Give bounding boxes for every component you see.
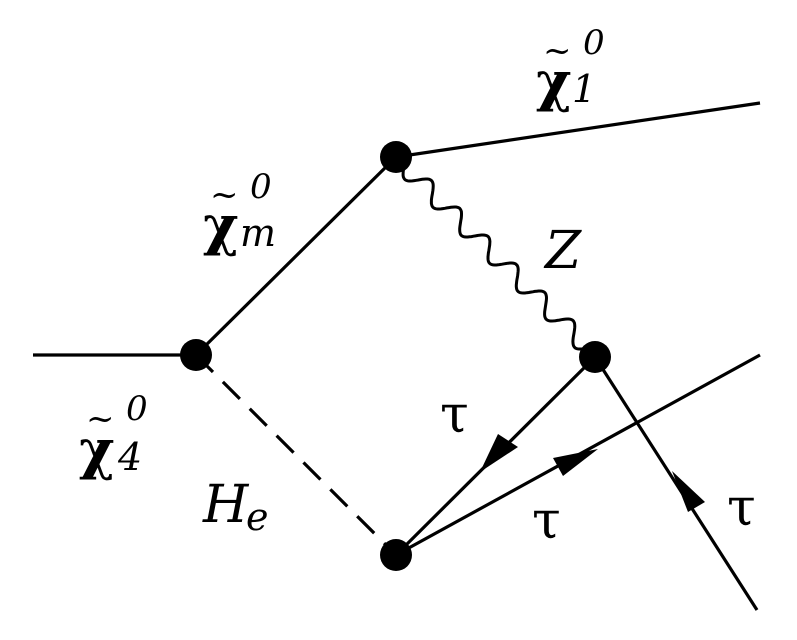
vertex-bottom xyxy=(380,539,412,571)
vertex-right xyxy=(579,341,611,373)
chi1-tilde: ~ xyxy=(543,31,572,71)
chim-propagator-line xyxy=(194,155,398,357)
higgs-symbol: H xyxy=(202,475,250,535)
chi4-symbol: χ xyxy=(79,417,115,481)
chi1-outgoing-line xyxy=(395,101,761,159)
chi4-subscript: 4 xyxy=(117,435,142,479)
chim-subscript: m xyxy=(240,211,276,255)
higgs-label: H e xyxy=(202,475,269,539)
tau-line-outgoing-lower xyxy=(593,356,759,611)
chim-label: ~ χ 0 m xyxy=(203,167,276,257)
chi1-symbol: χ xyxy=(536,49,572,113)
tau-arrow-internal xyxy=(480,434,518,472)
tau-arrow-upper xyxy=(553,449,598,476)
chim-symbol: χ xyxy=(203,193,239,257)
z-boson-wavy-line xyxy=(401,165,589,351)
chi1-label: ~ χ 0 1 xyxy=(536,23,605,113)
chim-tilde: ~ xyxy=(210,175,239,215)
tau-label-lower: τ xyxy=(727,478,756,538)
z-boson-label: Z xyxy=(543,221,582,281)
chi1-superscript: 0 xyxy=(583,23,605,63)
vertex-left xyxy=(180,339,212,371)
chi4-tilde: ~ xyxy=(86,399,115,439)
chim-superscript: 0 xyxy=(250,167,272,207)
chi4-superscript: 0 xyxy=(126,389,148,429)
tau-label-upper: τ xyxy=(532,491,561,551)
chi4-label: ~ χ 0 4 xyxy=(79,389,148,481)
higgs-subscript: e xyxy=(246,495,269,539)
tau-arrow-lower xyxy=(672,471,705,512)
higgs-dashed-line xyxy=(194,353,398,557)
vertex-top xyxy=(380,141,412,173)
tau-label-internal: τ xyxy=(440,385,469,445)
chi1-subscript: 1 xyxy=(572,67,596,111)
